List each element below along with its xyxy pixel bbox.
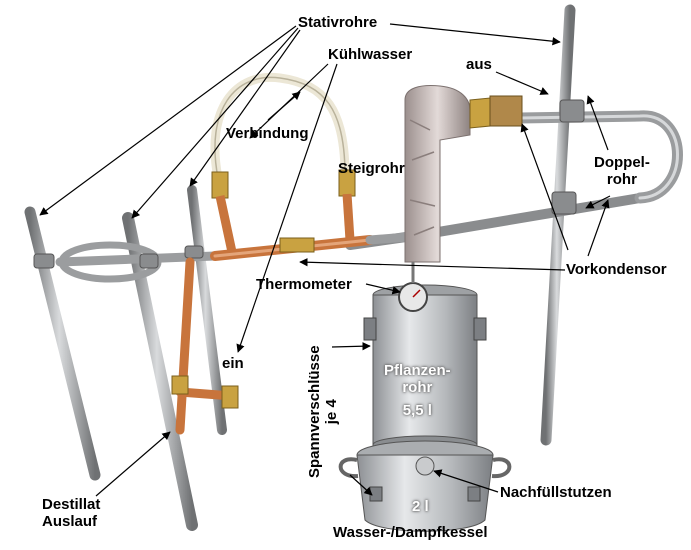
annotation-arrows: [39, 23, 611, 497]
label-pflanzenrohr: Pflanzen- rohr 5,5 l: [384, 362, 451, 419]
arrow-spannverschluesse-upper: [331, 342, 371, 351]
label-steigrohr: Steigrohr: [338, 160, 405, 177]
arrow-vorkondensor-top: [520, 123, 569, 251]
arrow-vorkondensor-pipe: [299, 258, 566, 271]
riser-tube: [404, 85, 523, 263]
horizontal-pipe: [55, 231, 425, 267]
label-pflanzenrohr-line1: Pflanzen-: [384, 362, 451, 379]
refill-port: [415, 456, 435, 476]
distillate-outlet: [171, 257, 239, 435]
label-doppelrohr-line1: Doppel-: [594, 154, 650, 171]
label-wasser-dampfkessel: Wasser-/Dampfkessel: [333, 524, 488, 541]
stand-pole-right: [540, 4, 576, 446]
label-verbindung: Verbindung: [226, 125, 309, 142]
arrow-destillat: [95, 431, 171, 497]
label-destillat-auslauf: Destillat Auslauf: [42, 496, 100, 530]
arrow-verbindung: [267, 91, 301, 121]
stand-pole-front: [122, 212, 198, 531]
arrow-doppelrohr-top: [586, 95, 609, 151]
arrow-stativrohre-left: [39, 25, 297, 216]
label-vorkondensor: Vorkondensor: [566, 261, 667, 278]
label-ein: ein: [222, 355, 244, 372]
arrow-thermometer: [365, 283, 401, 295]
label-destillat-line2: Auslauf: [42, 513, 98, 530]
plant-tube-vessel: [363, 262, 487, 455]
label-pflanzenrohr-volume: 5,5 l: [402, 402, 432, 419]
arrow-kuehlwasser-ein: [236, 63, 338, 353]
label-nachfuellstutzen: Nachfüllstutzen: [500, 484, 612, 501]
label-doppelrohr: Doppel- rohr: [594, 154, 650, 188]
arrow-stativrohre-front: [131, 27, 299, 219]
arrow-stativrohre-middle: [189, 29, 301, 187]
arrow-stativrohre-right: [389, 23, 561, 46]
label-aus: aus: [466, 56, 492, 73]
arrow-spannverschluesse-lower: [349, 474, 373, 496]
label-stativrohre: Stativrohre: [298, 14, 378, 31]
label-thermometer: Thermometer: [256, 276, 352, 293]
arrow-vorkondensor-bottom: [587, 199, 610, 257]
label-pflanzenrohr-line2: rohr: [402, 379, 433, 396]
label-destillat-line1: Destillat: [42, 496, 101, 513]
label-kuehlwasser: Kühlwasser: [328, 46, 413, 63]
hose-connectors: [211, 169, 356, 253]
arrow-doppelrohr-bottom: [585, 195, 611, 209]
stand-poles: [24, 4, 576, 531]
label-spannverschluesse-line1: Spannverschlüsse: [306, 345, 323, 478]
stand-pole-middle: [187, 185, 227, 435]
pole-clamps: [33, 99, 585, 269]
arrow-nachfuellstutzen: [433, 469, 499, 493]
label-doppelrohr-line2: rohr: [606, 171, 637, 188]
stand-pole-left: [24, 206, 101, 481]
arrow-aus: [495, 71, 549, 95]
label-spannverschluesse-line2: je 4: [323, 399, 340, 425]
label-spannverschluesse: Spannverschlüsse je 4: [306, 345, 340, 478]
label-kessel-volume: 2 l: [412, 498, 429, 515]
boiler-vessel: [338, 440, 512, 532]
